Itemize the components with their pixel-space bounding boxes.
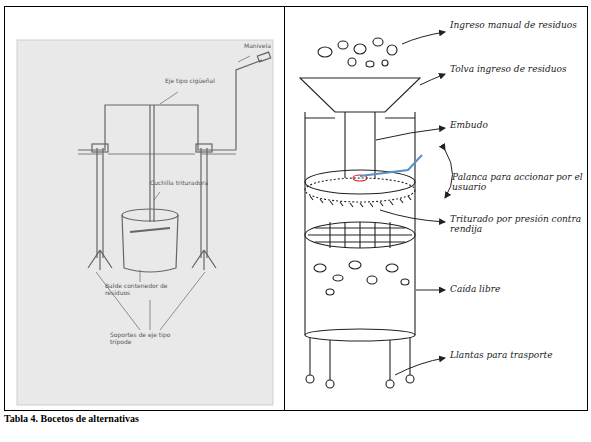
callout-label: Palanca para accionar por el usuario <box>452 172 584 193</box>
callout-label: Soportes de eje tipo trípode <box>110 332 190 346</box>
callout-label: Caída libre <box>450 284 582 294</box>
callout-label: Tolva ingreso de residuos <box>450 64 582 74</box>
callout-label: Balde contenedor de residuos <box>105 283 185 297</box>
callout-label: Cuchilla trituradora <box>150 180 210 187</box>
callout-label: Triturado por presión contra rendija <box>450 214 582 235</box>
callout-label: Embudo <box>450 120 582 130</box>
callout-label: Manivela <box>244 43 284 50</box>
callout-label: Ingreso manual de residuos <box>450 20 582 30</box>
callout-label: Eje tipo cigüeñal <box>165 78 225 85</box>
table-caption: Tabla 4. Bocetos de alternativas <box>4 413 139 424</box>
callout-label: Llantas para trasporte <box>450 350 582 360</box>
